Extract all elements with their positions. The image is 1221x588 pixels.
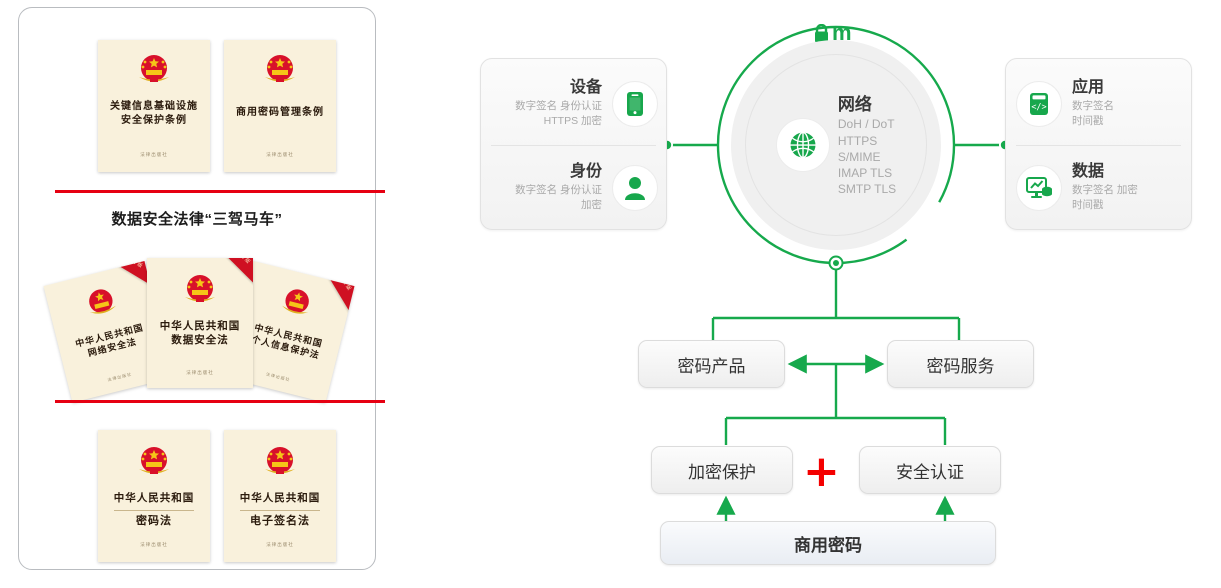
national-emblem-icon xyxy=(282,289,309,314)
card-divider xyxy=(1016,145,1181,146)
card-device-text: 设备 数字签名 身份认证 HTTPS 加密 xyxy=(515,78,602,129)
card-device-line: 数字签名 身份认证 xyxy=(515,100,602,113)
hub-network: 网络 DoH / DoT HTTPS S/MIME IMAP TLS SMTP … xyxy=(731,40,941,250)
law-book-publisher: 法律出版社 xyxy=(266,542,294,547)
data-chart-icon xyxy=(1016,165,1062,211)
hub-title: 网络 xyxy=(837,94,872,114)
card-identity-text: 身份 数字签名 身份认证 加密 xyxy=(515,162,602,213)
law-book-publisher: 法律出版社 xyxy=(140,542,168,547)
law-book-cover: 商用密码管理条例 法律出版社 xyxy=(224,40,336,172)
national-emblem-icon xyxy=(139,55,169,82)
card-identity[interactable]: 身份 数字签名 身份认证 加密 xyxy=(491,149,658,227)
law-book-cover: 中华人民共和国 密码法 法律出版社 xyxy=(98,430,210,562)
law-book-title: 中华人民共和国 xyxy=(239,493,321,504)
law-book-title: 商用密码管理条例 xyxy=(236,107,324,118)
right-card-group: </> 应用 数字签名 时间戳 xyxy=(1005,58,1192,230)
law-book-publisher: 法律出版社 xyxy=(266,152,294,157)
law-panel: 关键信息基础设施安全保护条例 法律出版社 商用密码管理条例 法律出版社 数据安全… xyxy=(18,7,385,570)
globe-icon xyxy=(775,118,830,172)
law-book-cover: 最新修订版 中华人民共和国个人信息保护法 法律出版社 xyxy=(224,260,355,403)
flow-box-security-authentication[interactable]: 安全认证 xyxy=(859,446,1001,494)
flow-box-commercial-cryptography[interactable]: 商用密码 xyxy=(660,521,996,565)
card-identity-line: 数字签名 身份认证 xyxy=(515,184,602,197)
law-book-publisher: 法律出版社 xyxy=(186,370,214,375)
flow-box-crypto-service[interactable]: 密码服务 xyxy=(887,340,1034,388)
crypto-architecture-diagram: m xyxy=(455,0,1221,588)
card-identity-line: 加密 xyxy=(581,199,602,212)
phone-icon xyxy=(612,81,658,127)
title-rule xyxy=(114,510,194,511)
hub-line: DoH / DoT xyxy=(837,117,895,132)
hub-inner-ring xyxy=(745,54,927,236)
national-emblem-icon xyxy=(265,55,295,82)
card-application-line: 时间戳 xyxy=(1072,115,1104,128)
phone-glyph-icon xyxy=(627,92,643,116)
title-rule xyxy=(240,510,320,511)
law-book-title: 关键信息基础设施安全保护条例 xyxy=(110,101,198,126)
hub-line: HTTPS xyxy=(837,133,878,148)
card-data-text: 数据 数字签名 加密 时间戳 xyxy=(1072,162,1138,213)
section-divider xyxy=(55,190,385,193)
hub-line: S/MIME xyxy=(837,149,881,164)
lock-icon xyxy=(815,23,828,42)
card-device-title: 设备 xyxy=(569,79,602,97)
law-book-subtitle: 密码法 xyxy=(136,515,172,527)
card-divider xyxy=(491,145,656,146)
card-data-line: 数字签名 加密 xyxy=(1072,184,1138,197)
law-book-title: 中华人民共和国 xyxy=(113,493,195,504)
card-data-line: 时间戳 xyxy=(1072,199,1104,212)
card-application-text: 应用 数字签名 时间戳 xyxy=(1072,78,1114,129)
card-data-title: 数据 xyxy=(1072,163,1105,181)
code-window-icon: </> xyxy=(1016,81,1062,127)
hub-line: SMTP TLS xyxy=(837,182,897,197)
national-emblem-icon xyxy=(185,275,215,302)
law-book-publisher: 法律出版社 xyxy=(140,152,168,157)
user-glyph-icon xyxy=(625,177,645,200)
data-chart-glyph-icon xyxy=(1026,177,1052,198)
card-application[interactable]: </> 应用 数字签名 时间戳 xyxy=(1016,63,1183,145)
svg-text:</>: </> xyxy=(1031,103,1046,113)
hub-line: IMAP TLS xyxy=(837,165,893,180)
code-window-glyph-icon: </> xyxy=(1030,93,1048,115)
hub-content: 网络 DoH / DoT HTTPS S/MIME IMAP TLS SMTP … xyxy=(731,40,941,250)
card-data[interactable]: 数据 数字签名 加密 时间戳 xyxy=(1016,149,1183,227)
law-book-cover: 关键信息基础设施安全保护条例 法律出版社 xyxy=(98,40,210,172)
national-emblem-icon xyxy=(265,447,295,474)
flow-box-crypto-product[interactable]: 密码产品 xyxy=(638,340,785,388)
law-book-subtitle: 电子签名法 xyxy=(250,515,310,527)
national-emblem-icon xyxy=(89,289,116,314)
law-book-cover: 中华人民共和国 电子签名法 法律出版社 xyxy=(224,430,336,562)
card-application-line: 数字签名 xyxy=(1072,100,1114,113)
flow-box-encryption-protection[interactable]: 加密保护 xyxy=(651,446,793,494)
card-application-title: 应用 xyxy=(1072,79,1105,97)
globe-glyph-icon xyxy=(790,131,816,159)
card-device-line: HTTPS 加密 xyxy=(543,115,602,128)
brand-logo: m xyxy=(813,22,852,44)
left-card-group: 设备 数字签名 身份认证 HTTPS 加密 身份 数字签名 身份 xyxy=(480,58,667,230)
card-identity-title: 身份 xyxy=(569,163,602,181)
user-icon xyxy=(612,165,658,211)
card-device[interactable]: 设备 数字签名 身份认证 HTTPS 加密 xyxy=(491,63,658,145)
law-book-title: 中华人民共和国数据安全法 xyxy=(159,321,241,347)
plus-icon: + xyxy=(803,446,840,497)
section-divider xyxy=(55,400,385,403)
brand-logo-text: m xyxy=(832,20,852,45)
law-book-title: 中华人民共和国网络安全法 xyxy=(74,322,145,359)
national-emblem-icon xyxy=(139,447,169,474)
hub-text: 网络 DoH / DoT HTTPS S/MIME IMAP TLS SMTP … xyxy=(838,93,896,198)
section-title: 数据安全法律“三驾马车” xyxy=(111,211,283,228)
